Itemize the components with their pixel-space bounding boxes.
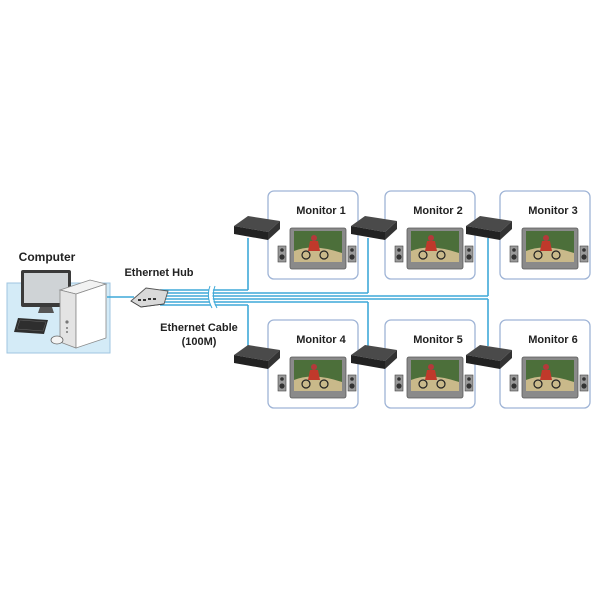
display-icon bbox=[521, 227, 579, 270]
monitor-node: Monitor 2 bbox=[351, 190, 476, 280]
display-icon bbox=[289, 227, 347, 270]
speaker-icon bbox=[347, 374, 357, 392]
speaker-icon bbox=[277, 374, 287, 392]
computer-tower-icon bbox=[58, 279, 108, 349]
monitor-node: Monitor 3 bbox=[466, 190, 591, 280]
ethernet-hub-node: Ethernet Hub bbox=[124, 267, 194, 308]
speaker-icon bbox=[509, 374, 519, 392]
speaker-icon bbox=[464, 245, 474, 263]
mouse-icon bbox=[50, 335, 64, 345]
monitor-label: Monitor 3 bbox=[528, 205, 578, 217]
speaker-icon bbox=[277, 245, 287, 263]
receiver-icon bbox=[351, 216, 397, 240]
receiver-icon bbox=[351, 345, 397, 369]
speaker-icon bbox=[579, 245, 589, 263]
receiver-icon bbox=[466, 216, 512, 240]
monitor-label: Monitor 4 bbox=[296, 334, 346, 346]
speaker-icon bbox=[464, 374, 474, 392]
speaker-icon bbox=[394, 245, 404, 263]
monitor-node: Monitor 4 bbox=[234, 319, 359, 409]
receiver-icon bbox=[466, 345, 512, 369]
cable-label-line1: Ethernet Cable bbox=[160, 322, 238, 334]
receiver-icon bbox=[234, 216, 280, 240]
display-icon bbox=[521, 356, 579, 399]
speaker-icon bbox=[579, 374, 589, 392]
speaker-icon bbox=[394, 374, 404, 392]
monitor-label: Monitor 2 bbox=[413, 205, 463, 217]
computer-node: Computer bbox=[6, 250, 111, 354]
monitor-node: Monitor 1 bbox=[234, 190, 359, 280]
hub-label: Ethernet Hub bbox=[124, 267, 193, 279]
monitor-node: Monitor 5 bbox=[351, 319, 476, 409]
display-icon bbox=[406, 356, 464, 399]
display-icon bbox=[289, 356, 347, 399]
monitor-label: Monitor 5 bbox=[413, 334, 463, 346]
cable-label-line2: (100M) bbox=[182, 336, 217, 348]
monitor-label: Monitor 6 bbox=[528, 334, 578, 346]
ethernet-cables bbox=[107, 238, 489, 346]
receiver-icon bbox=[234, 345, 280, 369]
display-icon bbox=[406, 227, 464, 270]
monitor-label: Monitor 1 bbox=[296, 205, 346, 217]
computer-label: Computer bbox=[19, 250, 76, 264]
speaker-icon bbox=[509, 245, 519, 263]
speaker-icon bbox=[347, 245, 357, 263]
monitor-node: Monitor 6 bbox=[466, 319, 591, 409]
keyboard-icon bbox=[14, 318, 48, 334]
monitor-group: Monitor 1 Monitor 2 Monitor 3 Monitor 4 Moni… bbox=[234, 190, 591, 409]
